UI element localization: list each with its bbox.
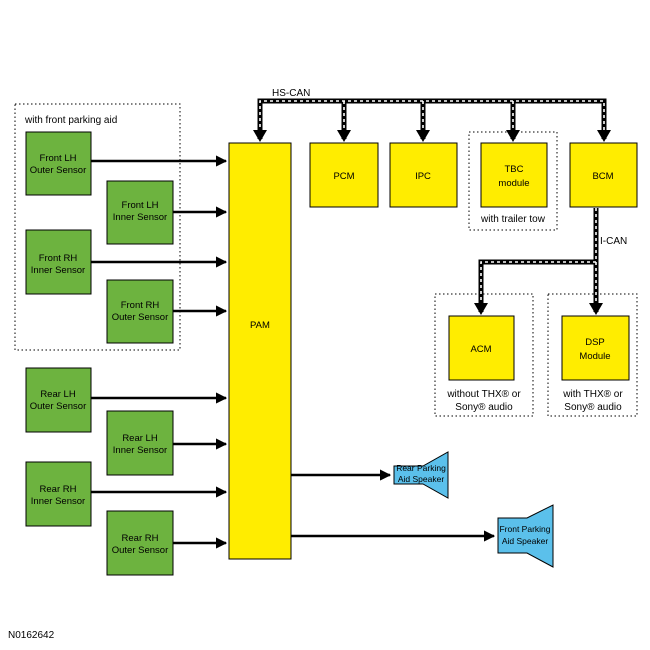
without-thx-group-label-1: without THX® or <box>446 389 521 400</box>
i-can-label: I-CAN <box>600 236 627 247</box>
front-lh-inner-label-2: Inner Sensor <box>113 212 167 223</box>
front-rh-outer-label-2: Outer Sensor <box>112 312 169 323</box>
rear-rh-outer-label-1: Rear RH <box>122 533 159 544</box>
without-thx-group-label-2: Sony® audio <box>455 402 513 413</box>
rear-rh-outer-sensor <box>106 510 174 576</box>
pcm-module <box>309 142 379 208</box>
front-lh-inner-label-1: Front LH <box>122 200 159 211</box>
rear-speaker-label-1: Rear Parking <box>396 463 446 473</box>
front-parking-aid-group <box>14 103 181 351</box>
rear-rh-outer-label-2: Outer Sensor <box>112 545 169 556</box>
front-speaker-label-1: Front Parking <box>499 524 550 534</box>
dsp-module <box>561 315 630 381</box>
rear-lh-inner-label-2: Inner Sensor <box>113 445 167 456</box>
bcm-label: BCM <box>592 171 613 182</box>
rear-lh-outer-sensor <box>25 367 92 433</box>
hs-can-label: HS-CAN <box>272 88 310 99</box>
rear-rh-inner-sensor <box>25 461 92 527</box>
tbc-label-1: TBC <box>505 164 524 175</box>
front-lh-inner-sensor <box>106 180 174 245</box>
hs-can-bus <box>253 98 611 142</box>
front-lh-outer-label-1: Front LH <box>40 153 77 164</box>
rear-rh-inner-label-1: Rear RH <box>40 484 77 495</box>
front-parking-aid-speaker <box>497 504 554 568</box>
with-thx-group <box>547 293 638 417</box>
rear-lh-inner-label-1: Rear LH <box>122 433 158 444</box>
acm-module <box>448 315 515 381</box>
sensor-connections <box>91 155 228 549</box>
with-thx-group-label-1: with THX® or <box>562 389 623 400</box>
speaker-connections <box>291 469 496 542</box>
ipc-module <box>389 142 458 208</box>
ipc-label: IPC <box>415 171 431 182</box>
trailer-tow-group-label: with trailer tow <box>480 214 546 225</box>
pam-module <box>228 142 292 560</box>
rear-speaker-label-2: Aid Speaker <box>398 474 444 484</box>
dsp-label-1: DSP <box>585 337 605 348</box>
tbc-module <box>480 142 548 208</box>
front-rh-outer-label-1: Front RH <box>121 300 160 311</box>
acm-label: ACM <box>470 344 491 355</box>
pcm-label: PCM <box>333 171 354 182</box>
with-thx-group-label-2: Sony® audio <box>564 402 622 413</box>
tbc-label-2: module <box>498 178 529 189</box>
front-speaker-label-2: Aid Speaker <box>502 536 548 546</box>
rear-lh-outer-label-1: Rear LH <box>40 389 76 400</box>
front-rh-inner-label-2: Inner Sensor <box>31 265 85 276</box>
front-rh-outer-sensor <box>106 279 174 344</box>
rear-parking-aid-speaker <box>393 451 449 499</box>
rear-lh-outer-label-2: Outer Sensor <box>30 401 87 412</box>
front-rh-inner-label-1: Front RH <box>39 253 78 264</box>
front-lh-outer-sensor <box>25 131 92 196</box>
front-lh-outer-label-2: Outer Sensor <box>30 165 87 176</box>
rear-rh-inner-label-2: Inner Sensor <box>31 496 85 507</box>
dsp-label-2: Module <box>579 351 610 362</box>
pam-label: PAM <box>250 320 270 331</box>
front-rh-inner-sensor <box>25 229 92 295</box>
front-parking-aid-group-label: with front parking aid <box>24 115 117 126</box>
i-can-bus <box>474 208 603 315</box>
bcm-module <box>569 142 638 208</box>
without-thx-group <box>434 293 534 417</box>
figure-id: N0162642 <box>8 630 55 641</box>
